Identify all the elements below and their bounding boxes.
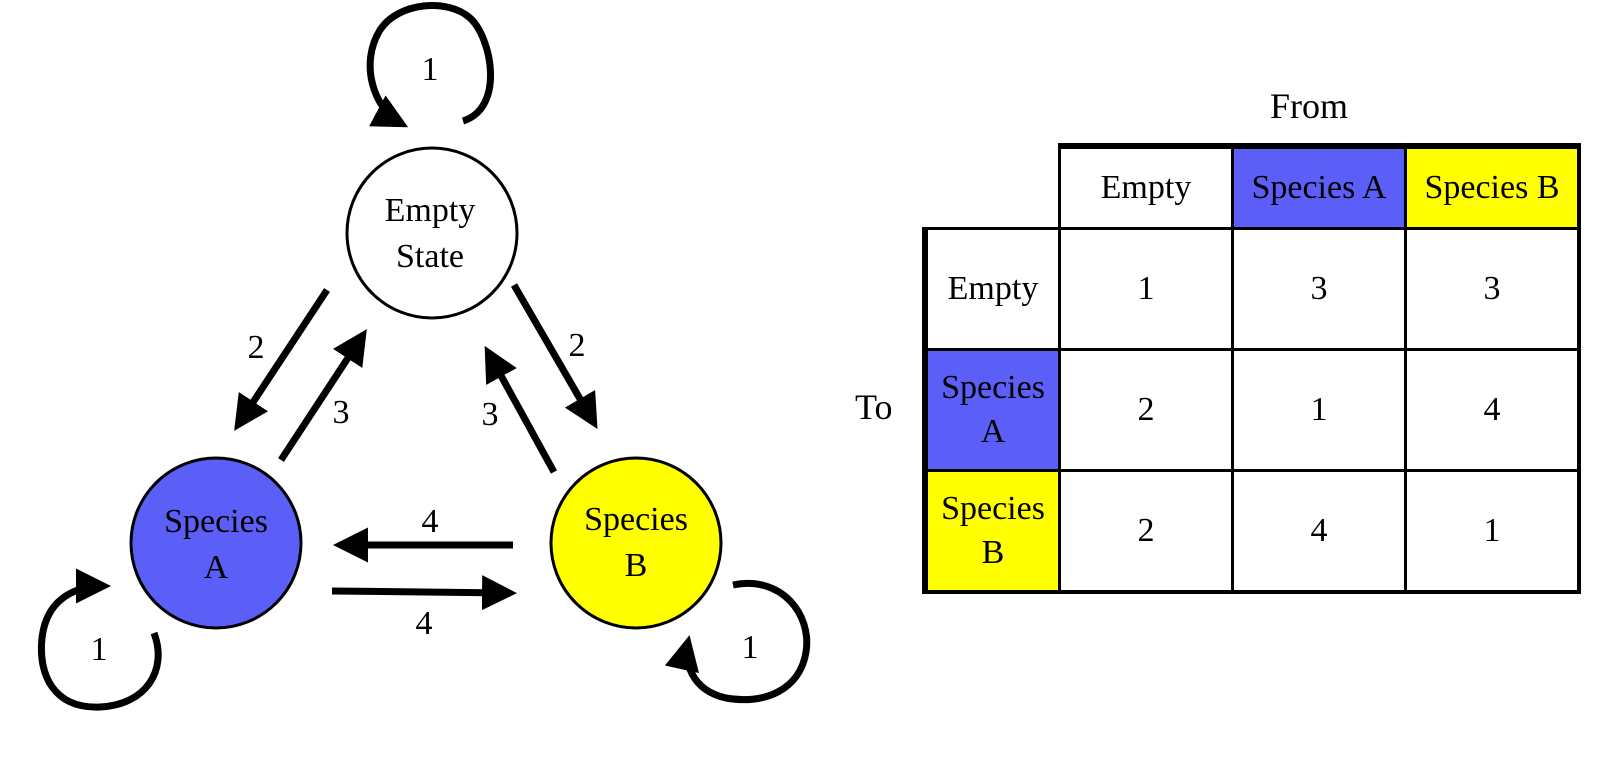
edge-weight-empty-to-species-b: 2	[569, 327, 586, 364]
node-empty-state-label-line1: Empty	[385, 192, 476, 229]
edge-weight-empty-self: 1	[422, 51, 439, 88]
edge-weight-species-a-to-species-b: 4	[416, 605, 433, 642]
matrix-cell: 3	[1404, 227, 1581, 351]
matrix-cell: 1	[1404, 469, 1581, 594]
transition-matrix: Empty Species A Species B Empty 1 3 3 Sp…	[922, 143, 1581, 594]
matrix-row-species-b: Species B 2 4 1	[922, 469, 1581, 594]
matrix-header-row: Empty Species A Species B	[925, 143, 1581, 230]
node-species-a-label-line1: Species	[164, 503, 268, 540]
matrix-cell: 4	[1404, 348, 1581, 472]
matrix-row-species-a: Species A 2 1 4	[922, 348, 1581, 472]
matrix-cell: 2	[1058, 348, 1234, 472]
edge-species-a-to-species-b	[331, 575, 517, 611]
edge-species-b-to-empty	[484, 345, 558, 474]
row-header-empty: Empty	[922, 227, 1061, 351]
from-axis-label: From	[1270, 86, 1349, 126]
matrix-cell: 1	[1231, 348, 1407, 472]
matrix-cell: 1	[1058, 227, 1234, 351]
matrix-cell: 3	[1231, 227, 1407, 351]
matrix-cell: 2	[1058, 469, 1234, 594]
edge-weight-species-b-self: 1	[742, 629, 759, 666]
edge-weight-species-b-to-species-a: 4	[422, 503, 439, 540]
node-species-b-label-line2: B	[625, 547, 648, 584]
column-header-species-b: Species B	[1404, 143, 1581, 230]
node-species-a: Species A	[129, 456, 303, 630]
node-species-b-circle	[549, 456, 723, 630]
edge-species-b-self-loop	[664, 580, 811, 704]
node-species-a-label-line2: A	[204, 549, 229, 586]
column-header-empty: Empty	[1058, 143, 1234, 230]
matrix-row-empty: Empty 1 3 3	[922, 227, 1581, 351]
column-header-species-a: Species A	[1231, 143, 1407, 230]
matrix-corner-cell	[925, 146, 1061, 230]
edge-empty-to-species-b	[510, 283, 598, 430]
edge-weight-empty-to-species-a: 2	[248, 329, 265, 366]
node-empty-state-label-line2: State	[396, 238, 464, 275]
edge-species-a-self-loop	[37, 568, 162, 711]
node-empty-state-circle	[345, 146, 519, 320]
matrix-cell: 4	[1231, 469, 1407, 594]
edge-weight-species-a-to-empty: 3	[333, 394, 350, 431]
edge-empty-to-species-a	[234, 288, 330, 431]
edge-weight-species-b-to-empty: 3	[482, 396, 499, 433]
edge-empty-self-loop	[366, 2, 495, 128]
row-header-species-a: Species A	[922, 348, 1061, 472]
edge-species-a-to-empty	[278, 329, 367, 462]
node-species-b: Species B	[549, 456, 723, 630]
node-species-b-label-line1: Species	[584, 501, 688, 538]
node-empty-state: Empty State	[345, 146, 519, 320]
state-transition-diagram: Empty State Species A Species B 1 2 3 3 …	[37, 2, 811, 711]
node-species-a-circle	[129, 456, 303, 630]
edge-weight-species-a-self: 1	[91, 631, 108, 668]
row-header-species-b: Species B	[922, 469, 1061, 594]
to-axis-label: To	[855, 387, 893, 427]
